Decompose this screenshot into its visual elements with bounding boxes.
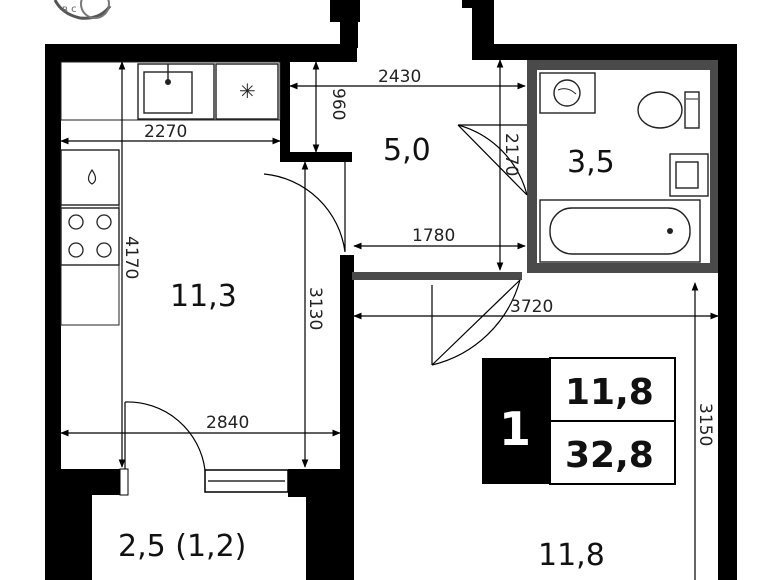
logo-icon: в с	[53, 0, 112, 20]
dimension-lines	[60, 59, 719, 580]
room-area-hall: 5,0	[383, 133, 431, 168]
kitchen-fixtures: ✳	[60, 61, 281, 326]
sink-icon	[137, 63, 215, 120]
room-area-bathroom: 3,5	[567, 145, 615, 180]
dim-3130: 3130	[305, 287, 325, 330]
logo-letters: в с	[62, 4, 77, 15]
badge-room-count: 1	[499, 402, 531, 456]
dim-2840: 2840	[206, 413, 249, 433]
bathtub-icon	[539, 199, 701, 263]
balcony-window	[119, 468, 289, 496]
unit-summary-badge: 1 11,8 32,8	[482, 357, 676, 485]
washbasin-icon	[669, 153, 709, 197]
badge-total-area: 32,8	[565, 435, 654, 476]
dim-1780: 1780	[412, 226, 455, 246]
badge-living-area: 11,8	[565, 372, 654, 413]
washing-machine-icon	[539, 72, 596, 114]
boiler-icon	[60, 149, 120, 206]
stove-icon	[60, 207, 120, 266]
svg-text:✳: ✳	[239, 79, 256, 103]
dim-3720: 3720	[510, 297, 553, 317]
room-area-kitchen: 11,3	[170, 279, 237, 314]
dim-3150: 3150	[695, 403, 715, 446]
bathroom-walls	[352, 60, 718, 280]
dim-2170: 2170	[501, 133, 521, 176]
bathroom-fixtures	[539, 72, 709, 263]
dim-4170: 4170	[121, 236, 141, 279]
room-area-living: 11,8	[538, 538, 605, 573]
room-area-balcony: 2,5 (1,2)	[118, 529, 246, 564]
dim-2270: 2270	[144, 122, 187, 142]
dim-2430: 2430	[378, 67, 421, 87]
toilet-icon	[637, 91, 700, 129]
dishwasher-icon: ✳	[215, 63, 279, 120]
dim-960: 960	[328, 88, 348, 120]
walls	[45, 0, 737, 580]
